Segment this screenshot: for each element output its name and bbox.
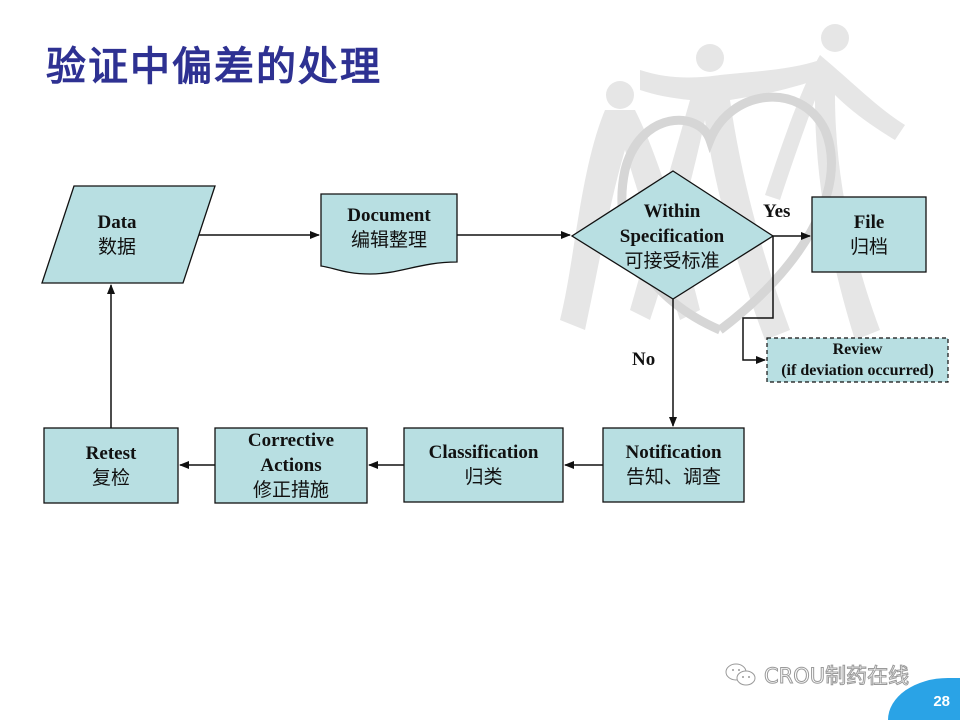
- footer-brand: CROU制药在线: [724, 660, 910, 690]
- page-number: 28: [933, 693, 950, 710]
- node-review-shape[interactable]: [766, 337, 949, 383]
- watermark-figure-head-1: [606, 81, 634, 109]
- watermark-figure-body-2: [630, 60, 830, 340]
- node-notification-shape[interactable]: [602, 427, 745, 503]
- watermark-figure-body-1: [560, 110, 700, 330]
- node-decision-shape[interactable]: [570, 170, 775, 300]
- node-corrective-shape[interactable]: [214, 427, 368, 504]
- node-retest-shape[interactable]: [43, 427, 179, 504]
- arrow-decision-to-review: [742, 236, 774, 364]
- node-classification-shape[interactable]: [403, 427, 564, 503]
- label-yes: Yes: [763, 201, 791, 222]
- watermark-figure-head-3: [821, 24, 849, 52]
- node-file-shape[interactable]: [811, 196, 927, 273]
- slide-title: 验证中偏差的处理: [46, 44, 382, 90]
- watermark-figure-head-2: [696, 44, 724, 72]
- node-data-shape[interactable]: [41, 185, 216, 284]
- node-document-shape[interactable]: [320, 193, 458, 275]
- wechat-icon: [725, 663, 756, 686]
- footer-brand-text: CROU制药在线: [763, 664, 910, 689]
- label-no: No: [632, 349, 656, 370]
